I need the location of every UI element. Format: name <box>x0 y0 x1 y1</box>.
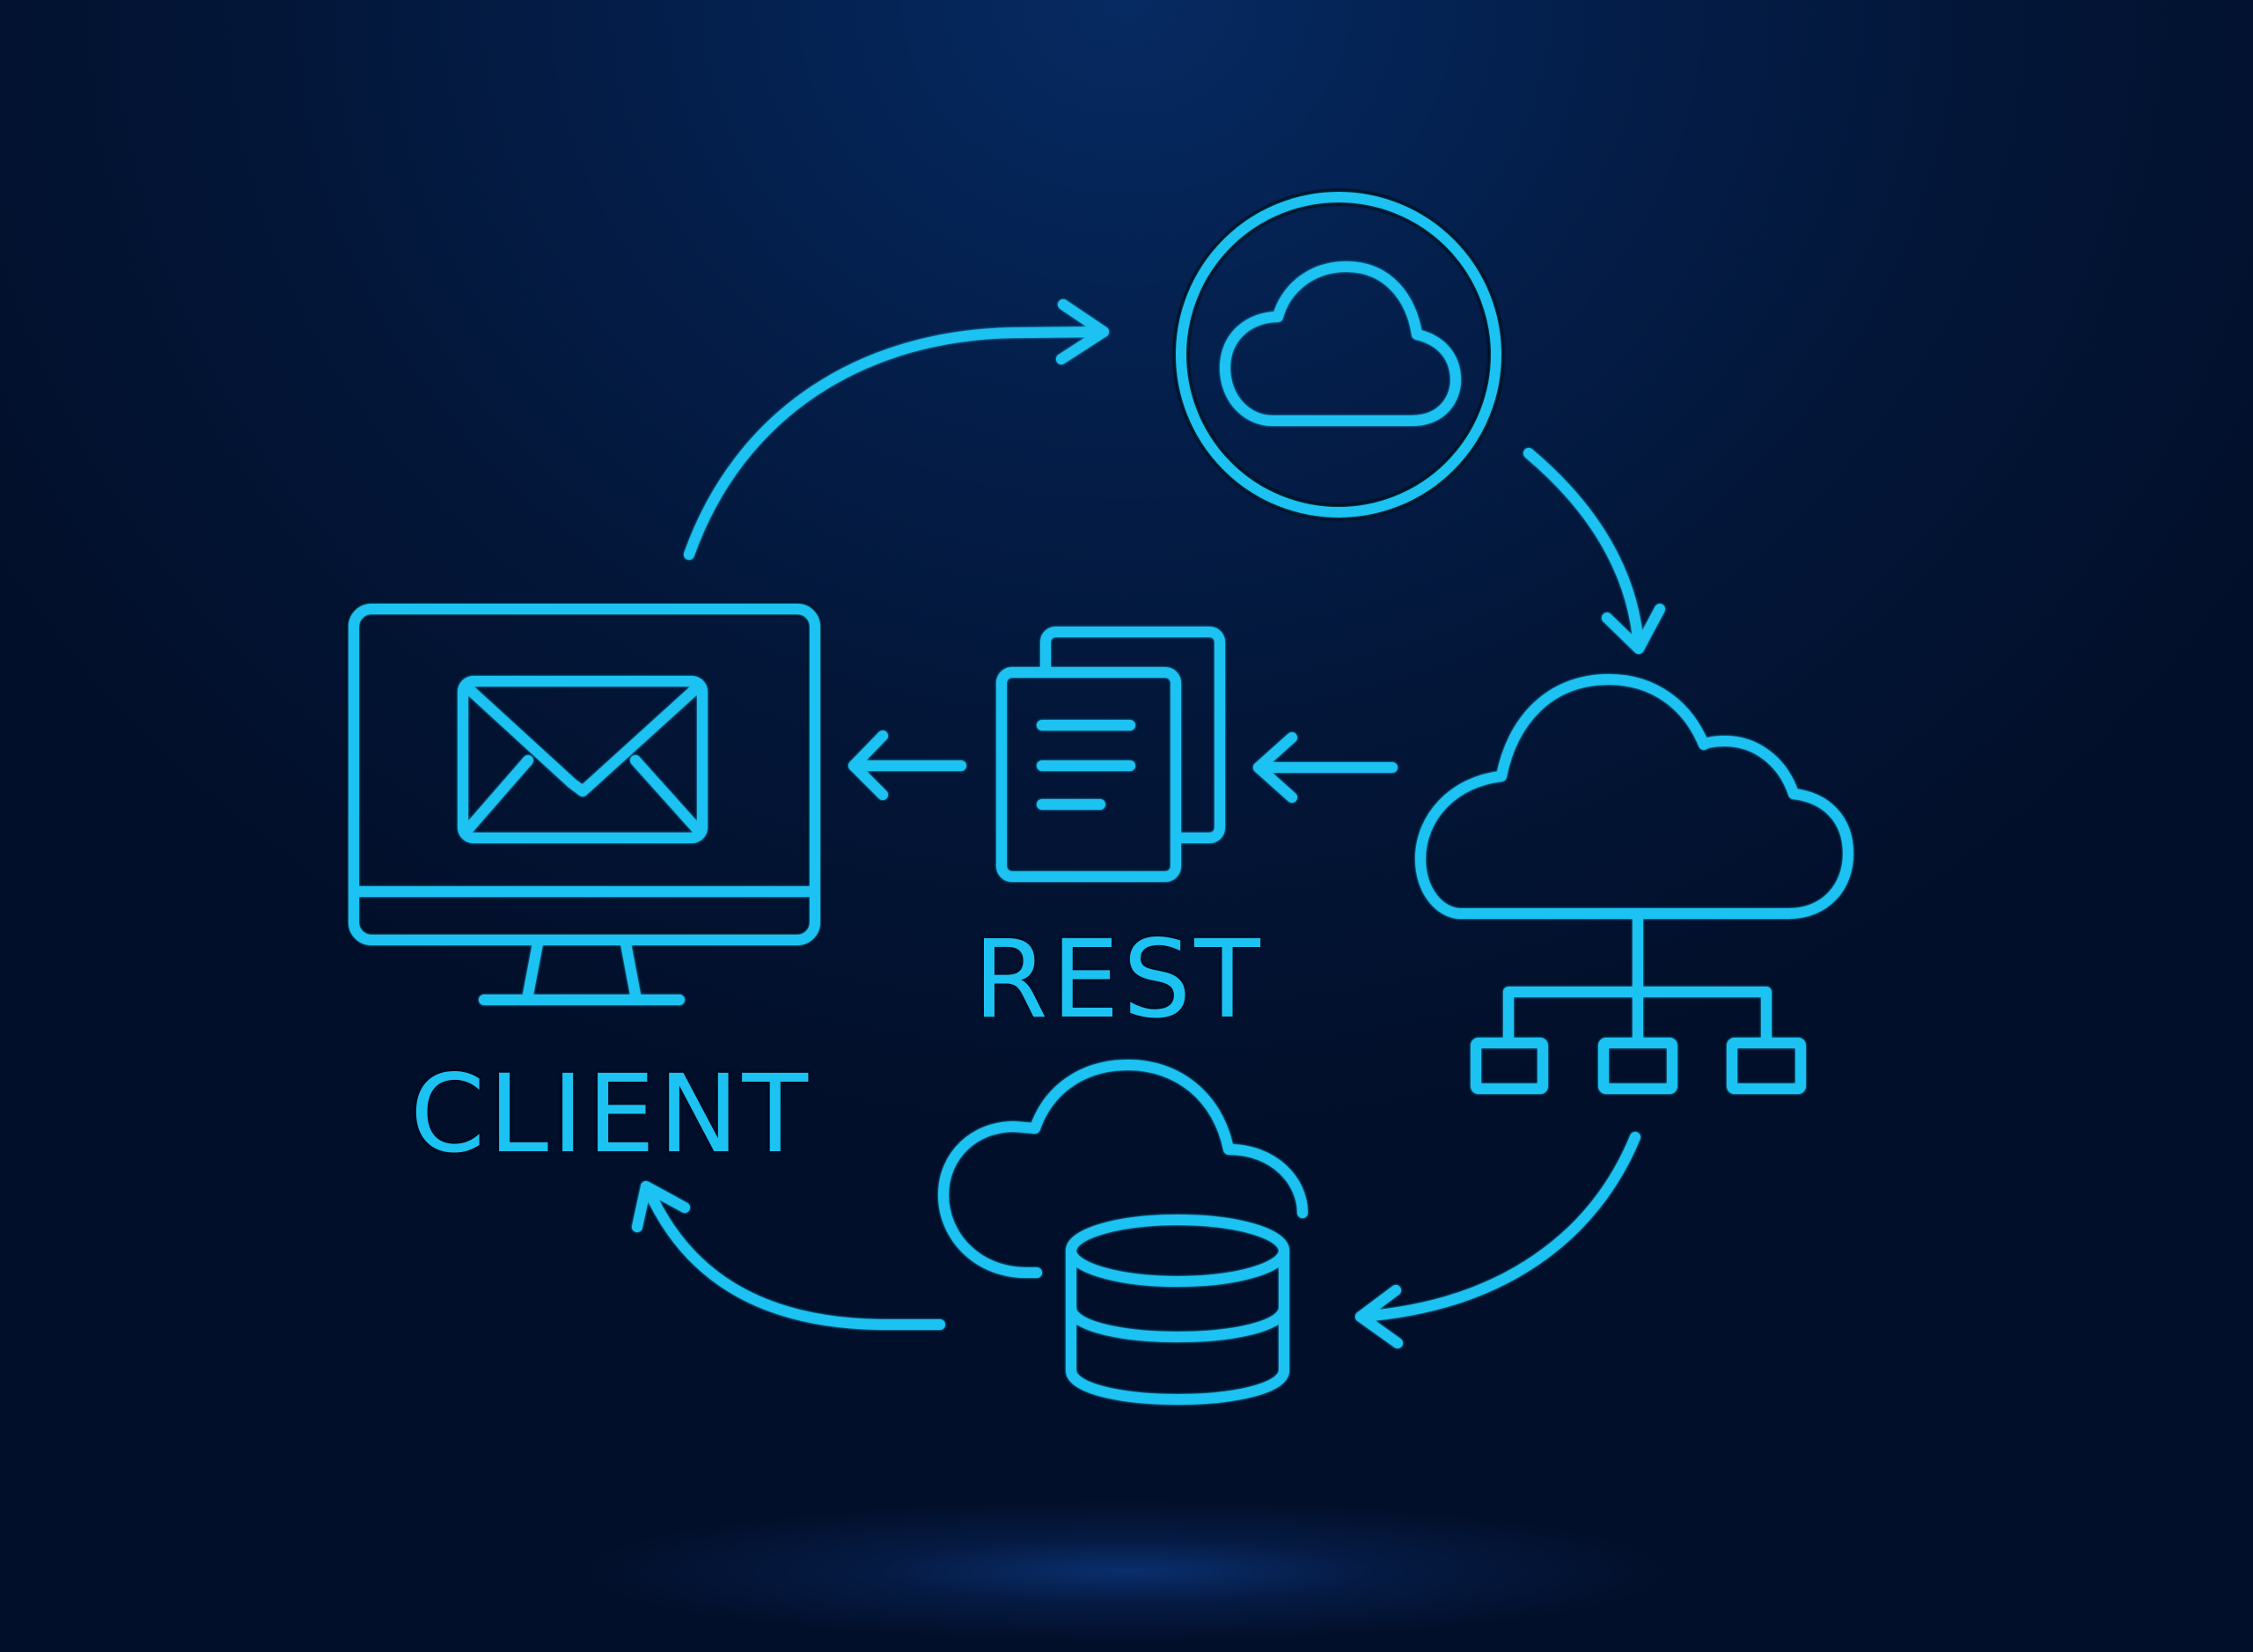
document-stack-icon <box>996 627 1225 882</box>
rest-label: REST <box>973 917 1264 1042</box>
arrow-network-to-rest <box>1253 732 1398 803</box>
envelope-icon <box>458 676 708 843</box>
arrow-rest-to-client <box>848 731 966 800</box>
monitor-with-envelope-icon <box>346 601 823 1005</box>
arrow-network-to-database <box>1355 1132 1640 1348</box>
client-label: CLIENT <box>410 1052 812 1177</box>
arrow-cloud-to-network <box>1523 448 1665 654</box>
cloud-network-hierarchy-icon <box>1415 674 1853 1094</box>
cloud-in-circle-icon <box>1173 189 1504 520</box>
arrow-database-to-client <box>632 1181 945 1330</box>
cloud-database-icon <box>938 1060 1308 1405</box>
arrow-client-to-cloud <box>684 299 1109 560</box>
